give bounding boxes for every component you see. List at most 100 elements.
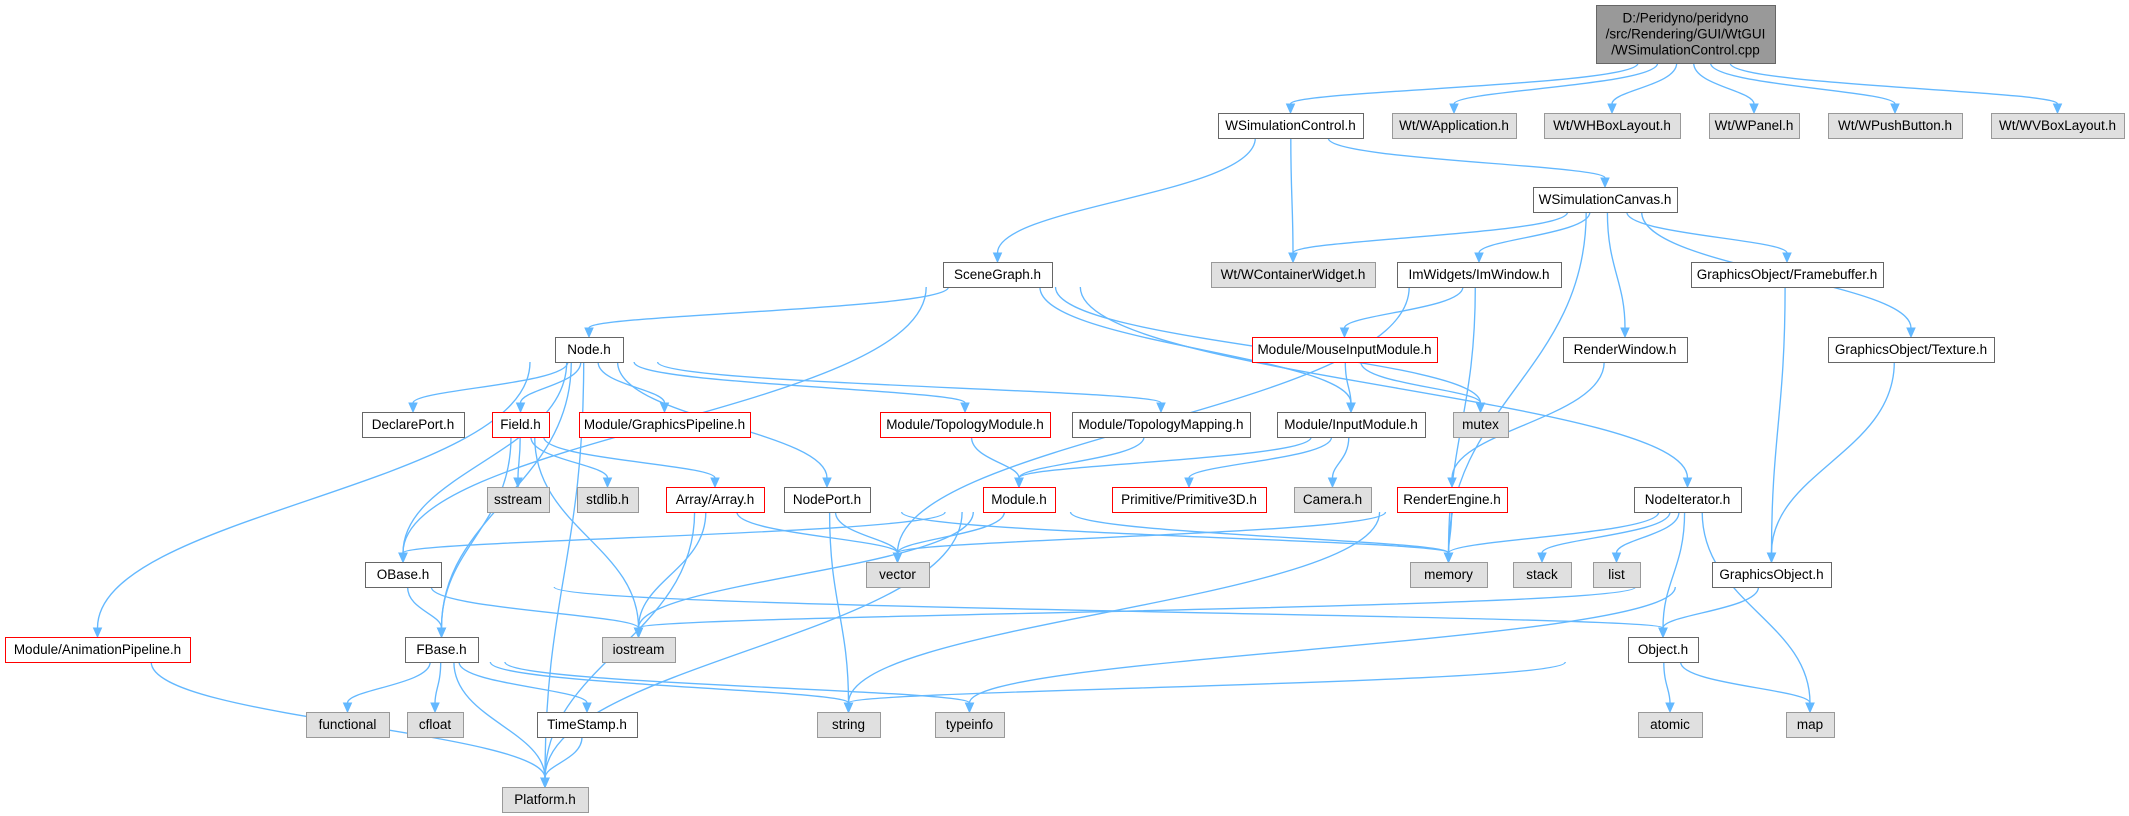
node-map[interactable]: map	[1786, 712, 1835, 738]
node-box[interactable]	[405, 637, 479, 663]
node-box[interactable]	[1544, 113, 1681, 139]
node-box[interactable]	[1513, 562, 1572, 588]
node-whboxlayout[interactable]: Wt/WHBoxLayout.h	[1544, 113, 1681, 139]
node-mouseinput[interactable]: Module/MouseInputModule.h	[1252, 337, 1438, 363]
node-list[interactable]: list	[1593, 562, 1641, 588]
node-box[interactable]	[935, 712, 1005, 738]
node-atomic[interactable]: atomic	[1638, 712, 1703, 738]
node-object_h[interactable]: Object.h	[1628, 637, 1699, 663]
node-box[interactable]	[1211, 262, 1376, 288]
node-box[interactable]	[1786, 712, 1835, 738]
node-wpushbutton[interactable]: Wt/WPushButton.h	[1828, 113, 1963, 139]
node-box[interactable]	[1991, 113, 2125, 139]
node-box[interactable]	[365, 562, 442, 588]
node-box[interactable]	[577, 487, 639, 513]
node-box[interactable]	[1533, 187, 1678, 213]
node-box[interactable]	[1453, 412, 1509, 438]
node-declareport[interactable]: DeclarePort.h	[362, 412, 465, 438]
node-timestamp[interactable]: TimeStamp.h	[537, 712, 638, 738]
node-stack[interactable]: stack	[1513, 562, 1572, 588]
node-box[interactable]	[866, 562, 930, 588]
node-wvboxlayout[interactable]: Wt/WVBoxLayout.h	[1991, 113, 2125, 139]
node-box[interactable]	[1072, 412, 1251, 438]
node-box[interactable]	[1828, 337, 1995, 363]
node-functional[interactable]: functional	[306, 712, 390, 738]
node-topologymapping[interactable]: Module/TopologyMapping.h	[1072, 412, 1251, 438]
node-graphicsobject[interactable]: GraphicsObject.h	[1712, 562, 1832, 588]
node-box[interactable]	[407, 712, 464, 738]
node-obase[interactable]: OBase.h	[365, 562, 442, 588]
node-box[interactable]	[666, 487, 765, 513]
node-box[interactable]	[1294, 487, 1372, 513]
node-renderengine[interactable]: RenderEngine.h	[1397, 487, 1508, 513]
node-box[interactable]	[362, 412, 465, 438]
node-cfloat[interactable]: cfloat	[407, 712, 464, 738]
node-box[interactable]	[1634, 487, 1742, 513]
node-animpipeline[interactable]: Module/AnimationPipeline.h	[5, 637, 191, 663]
node-box[interactable]	[487, 487, 550, 513]
node-box[interactable]	[1112, 487, 1267, 513]
node-nodeiterator[interactable]: NodeIterator.h	[1634, 487, 1742, 513]
node-renderwindow[interactable]: RenderWindow.h	[1563, 337, 1688, 363]
node-imwindow[interactable]: ImWidgets/ImWindow.h	[1397, 262, 1562, 288]
node-inputmodule[interactable]: Module/InputModule.h	[1277, 412, 1426, 438]
node-primitive3d[interactable]: Primitive/Primitive3D.h	[1112, 487, 1267, 513]
node-box[interactable]	[537, 712, 638, 738]
node-fbase[interactable]: FBase.h	[405, 637, 479, 663]
node-wsimcontrol_h[interactable]: WSimulationControl.h	[1218, 113, 1364, 139]
node-box[interactable]	[880, 412, 1051, 438]
node-camera[interactable]: Camera.h	[1294, 487, 1372, 513]
node-box[interactable]	[1252, 337, 1438, 363]
node-box[interactable]	[983, 487, 1056, 513]
node-box[interactable]	[5, 637, 191, 663]
node-box[interactable]	[1709, 113, 1800, 139]
node-wapplication[interactable]: Wt/WApplication.h	[1392, 113, 1517, 139]
node-box[interactable]	[1596, 5, 1776, 64]
node-wsimcanvas[interactable]: WSimulationCanvas.h	[1533, 187, 1678, 213]
node-box[interactable]	[1563, 337, 1688, 363]
node-string[interactable]: string	[817, 712, 881, 738]
node-box[interactable]	[1392, 113, 1517, 139]
node-graphicspipeline[interactable]: Module/GraphicsPipeline.h	[579, 412, 751, 438]
node-wcontainer[interactable]: Wt/WContainerWidget.h	[1211, 262, 1376, 288]
node-box[interactable]	[1397, 487, 1508, 513]
node-platform[interactable]: Platform.h	[502, 787, 589, 813]
node-box[interactable]	[602, 637, 676, 663]
node-node_h[interactable]: Node.h	[555, 337, 624, 363]
node-field[interactable]: Field.h	[492, 412, 550, 438]
node-module_h[interactable]: Module.h	[983, 487, 1056, 513]
node-iostream[interactable]: iostream	[602, 637, 676, 663]
node-memory[interactable]: memory	[1410, 562, 1488, 588]
node-typeinfo[interactable]: typeinfo	[935, 712, 1005, 738]
node-box[interactable]	[492, 412, 550, 438]
node-box[interactable]	[1691, 262, 1884, 288]
node-box[interactable]	[1277, 412, 1426, 438]
node-nodeport[interactable]: NodePort.h	[784, 487, 871, 513]
node-scenegraph[interactable]: SceneGraph.h	[943, 262, 1053, 288]
node-arrayh[interactable]: Array/Array.h	[666, 487, 765, 513]
node-box[interactable]	[502, 787, 589, 813]
node-box[interactable]	[1593, 562, 1641, 588]
node-topologymodule[interactable]: Module/TopologyModule.h	[880, 412, 1051, 438]
node-box[interactable]	[1712, 562, 1832, 588]
node-box[interactable]	[817, 712, 881, 738]
node-stdlib[interactable]: stdlib.h	[577, 487, 639, 513]
node-box[interactable]	[1638, 712, 1703, 738]
node-framebuffer[interactable]: GraphicsObject/Framebuffer.h	[1691, 262, 1884, 288]
node-box[interactable]	[1397, 262, 1562, 288]
node-sstream[interactable]: sstream	[487, 487, 550, 513]
node-box[interactable]	[1410, 562, 1488, 588]
node-texture[interactable]: GraphicsObject/Texture.h	[1828, 337, 1995, 363]
node-root[interactable]: D:/Peridyno/peridyno/src/Rendering/GUI/W…	[1596, 5, 1776, 64]
node-box[interactable]	[943, 262, 1053, 288]
node-box[interactable]	[1218, 113, 1364, 139]
node-box[interactable]	[1628, 637, 1699, 663]
node-box[interactable]	[579, 412, 751, 438]
node-box[interactable]	[784, 487, 871, 513]
node-box[interactable]	[306, 712, 390, 738]
node-box[interactable]	[555, 337, 624, 363]
node-vector[interactable]: vector	[866, 562, 930, 588]
node-wpanel[interactable]: Wt/WPanel.h	[1709, 113, 1800, 139]
node-mutex[interactable]: mutex	[1453, 412, 1509, 438]
node-box[interactable]	[1828, 113, 1963, 139]
